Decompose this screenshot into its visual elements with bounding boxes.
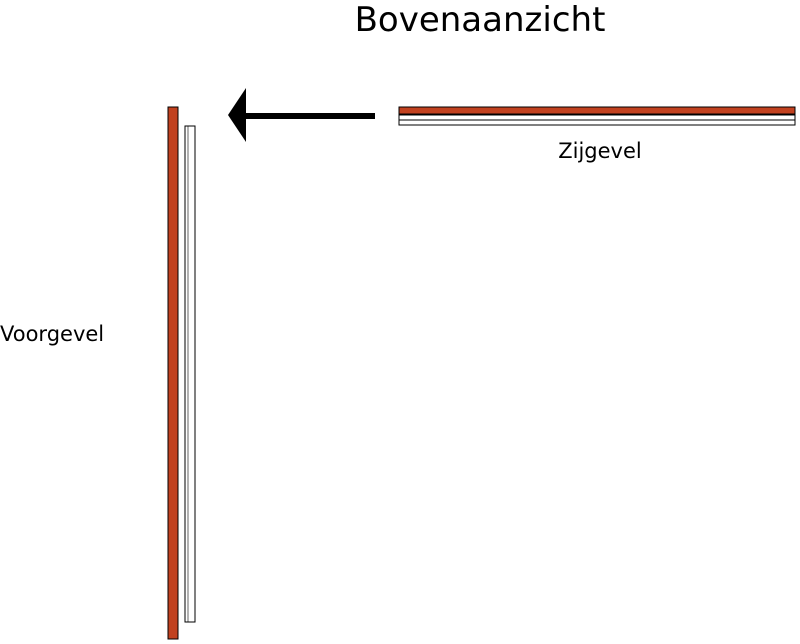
front-wall-inner-leaf: [184, 125, 196, 623]
front-wall-label: Voorgevel: [0, 322, 105, 346]
side-wall-label: Zijgevel: [558, 139, 642, 163]
arrow-shaft: [244, 113, 375, 119]
arrow-left-icon: [228, 88, 375, 142]
side-wall: [398, 106, 796, 126]
front-wall: [167, 106, 196, 640]
side-wall-outer-leaf: [398, 119, 796, 126]
diagram-title: Bovenaanzicht: [354, 0, 606, 40]
arrow-head: [228, 88, 246, 142]
side-wall-brick-layer: [398, 106, 796, 115]
side-wall-inner-leaf: [398, 114, 796, 121]
front-wall-brick-layer: [167, 106, 179, 640]
